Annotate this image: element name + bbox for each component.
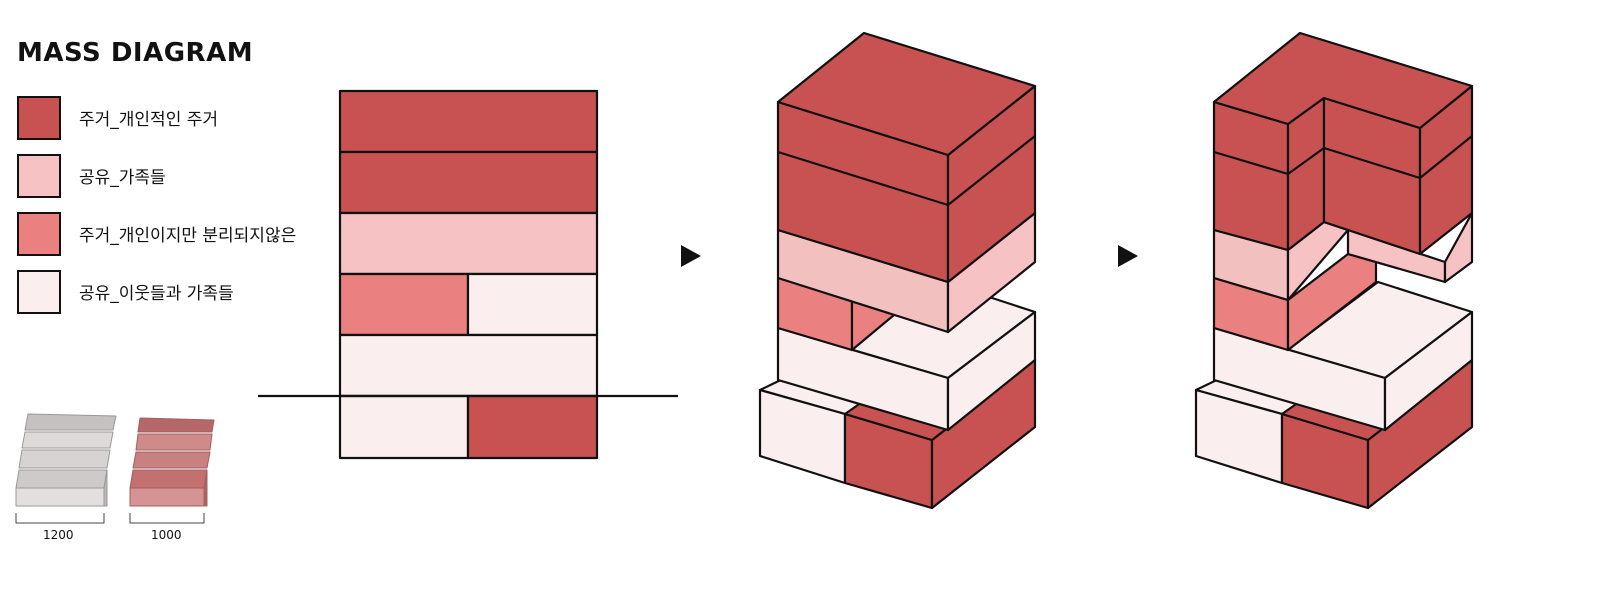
legend-swatch-private	[17, 96, 61, 140]
legend-label-shared-neighbors: 공유_이웃들과 가족들	[79, 284, 234, 304]
legend-label-private: 주거_개인적인 주거	[79, 110, 219, 130]
legend-label-private-open: 주거_개인이지만 분리되지않은	[79, 226, 297, 246]
legend-swatch-shared-neighbors	[17, 270, 61, 314]
diagram-title: MASS DIAGRAM	[17, 38, 254, 68]
scale-label-1000: 1000	[151, 528, 182, 542]
stair-red-icon	[129, 417, 215, 507]
right-triangle-arrow-icon	[681, 245, 701, 267]
axonometric-mass-1	[758, 31, 1037, 510]
axonometric-mass-2	[1194, 31, 1474, 510]
right-triangle-arrow-icon	[1118, 245, 1138, 267]
scale-label-1200: 1200	[43, 528, 74, 542]
legend-label-shared-family: 공유_가족들	[79, 168, 166, 188]
elevation-diagram	[258, 89, 678, 460]
stair-gray-icon	[15, 413, 117, 507]
scale-brackets	[15, 513, 205, 524]
legend-swatch-shared-family	[17, 154, 61, 198]
legend-swatch-private-open	[17, 212, 61, 256]
